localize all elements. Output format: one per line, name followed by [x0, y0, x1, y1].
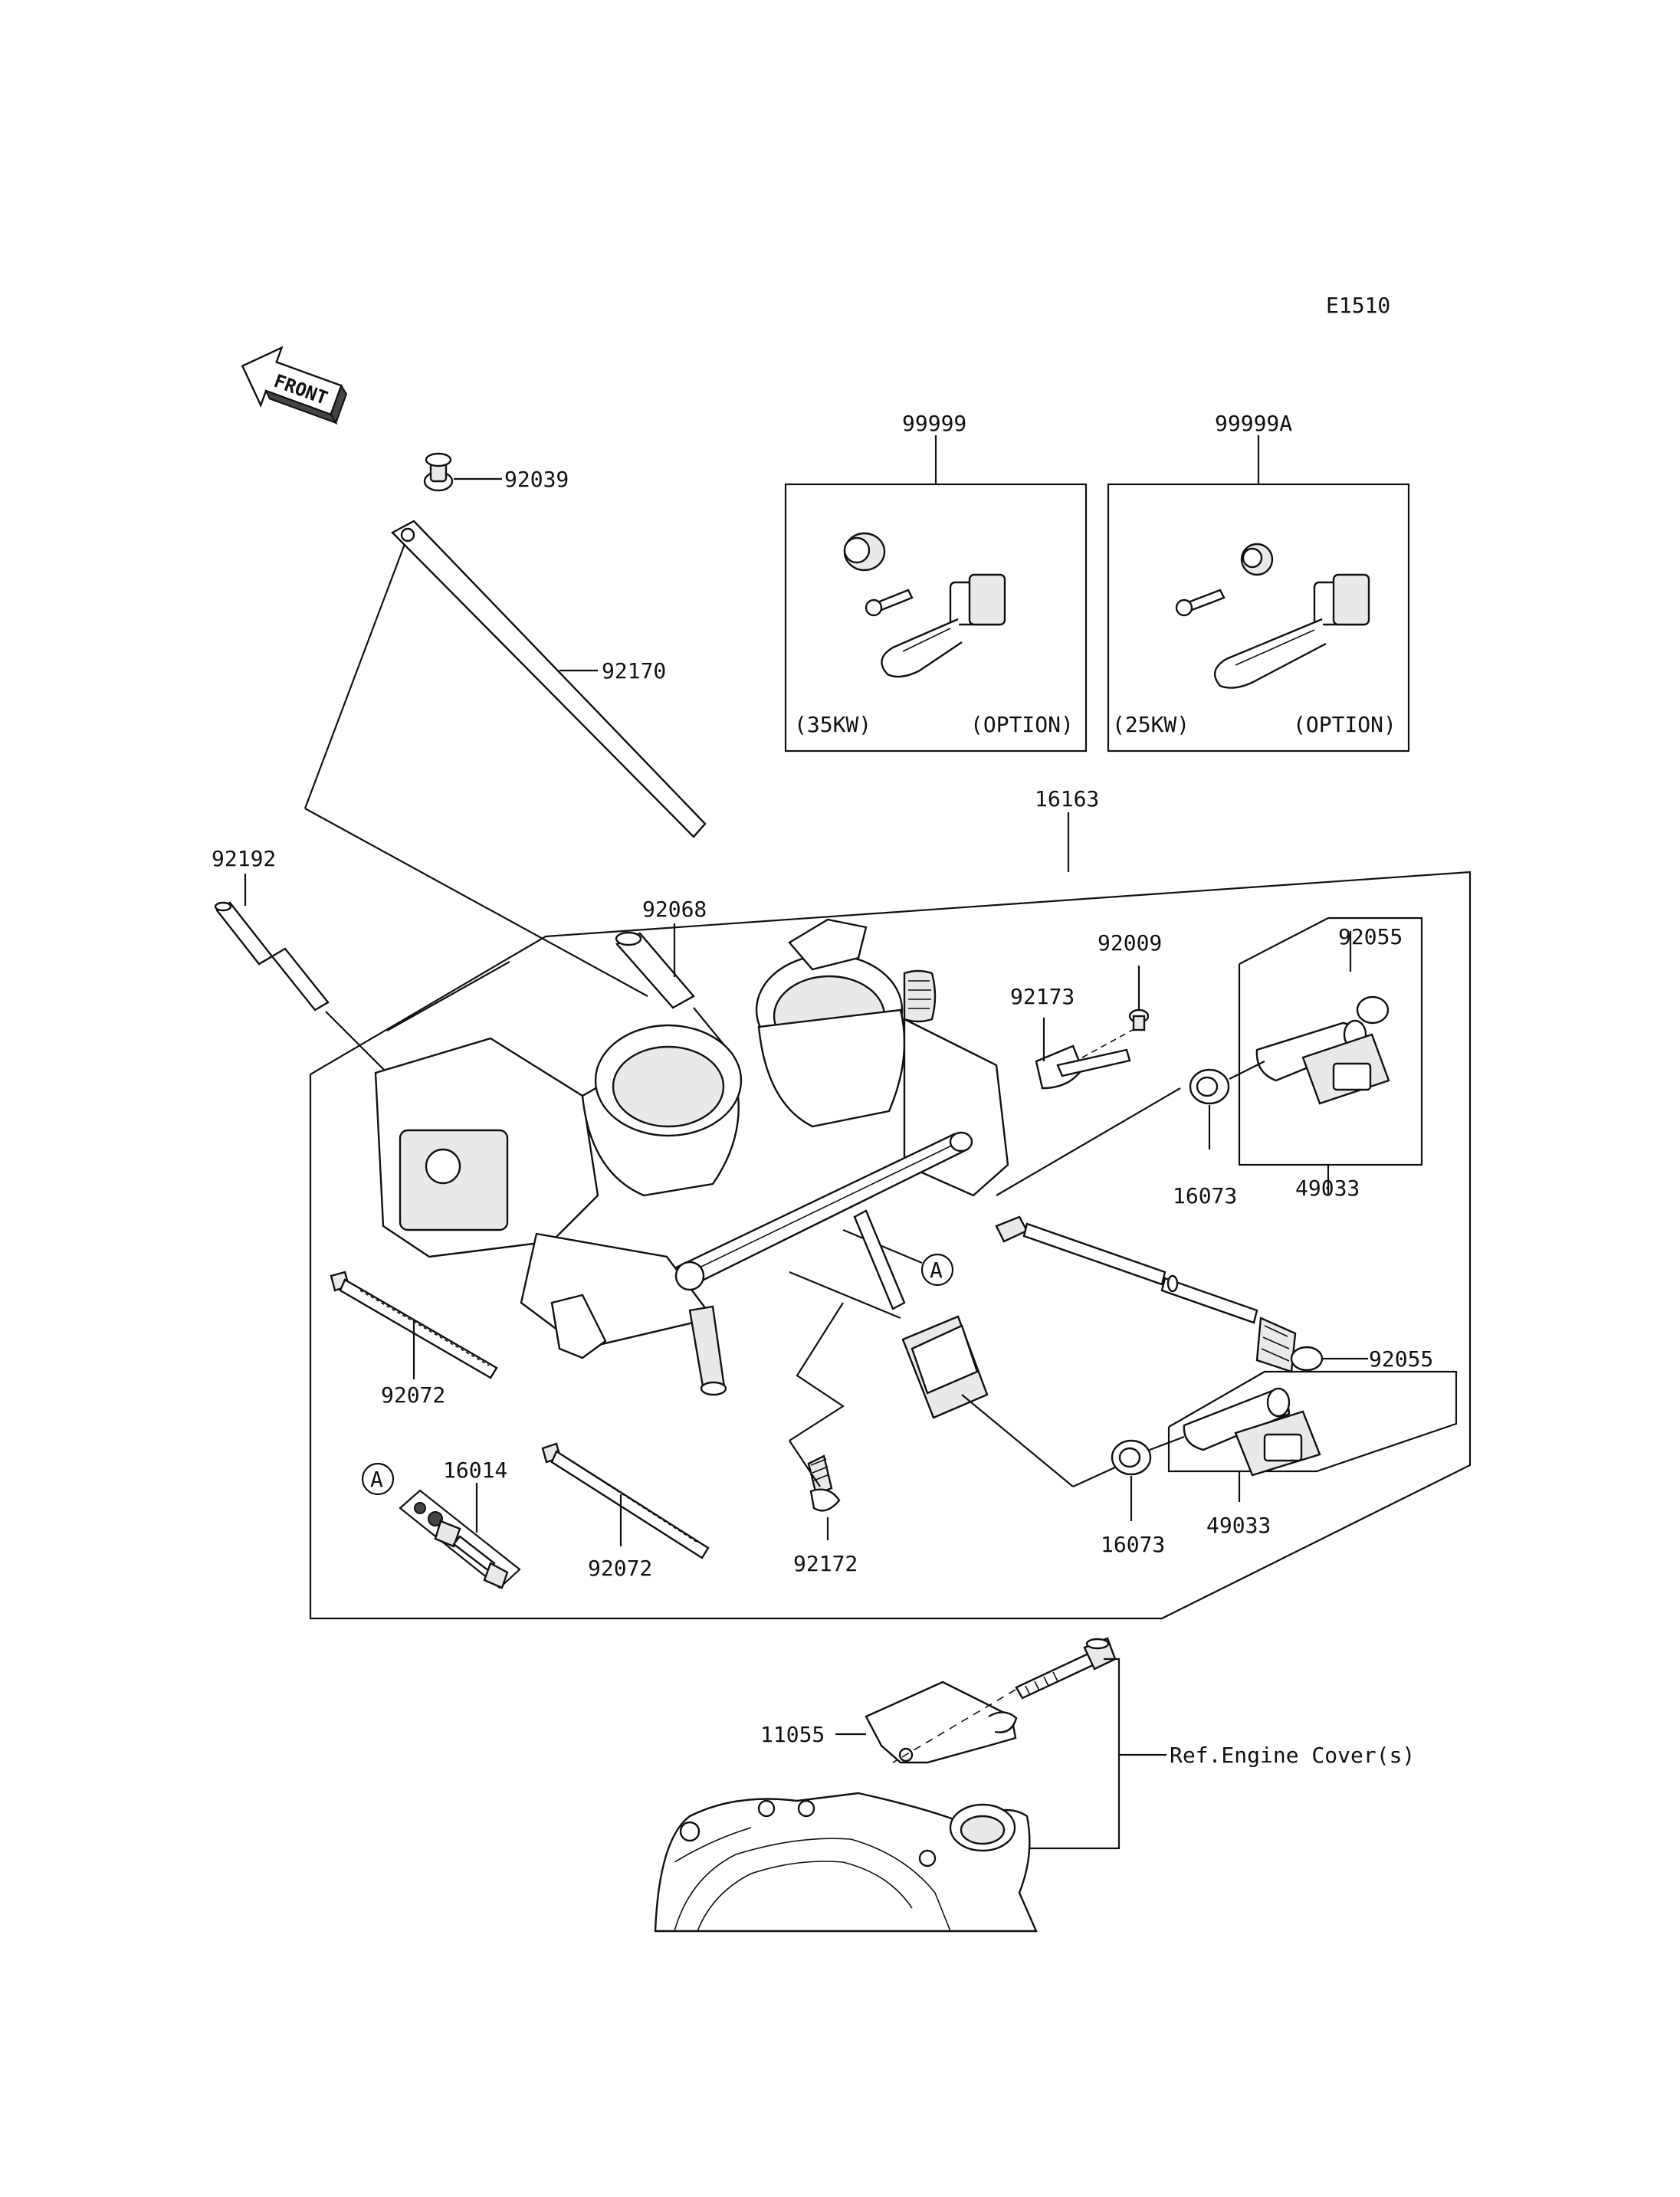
cable-tie-92072-left-icon — [330, 1271, 498, 1379]
bracket-11055-icon — [865, 1681, 1018, 1764]
part-92173-label: 92173 — [1010, 984, 1075, 1009]
part-92172-label: 92172 — [793, 1551, 858, 1576]
part-92072-left-label: 92072 — [381, 1382, 445, 1408]
part-16163-label: 16163 — [1035, 786, 1099, 812]
part-92009-label: 92009 — [1098, 930, 1162, 956]
kit1-collar-icon — [843, 532, 886, 572]
screw-kit-16014-icon — [414, 1502, 509, 1589]
rod-sensor-icon — [995, 1215, 1297, 1373]
kit2-power-label: (25KW) — [1112, 712, 1189, 737]
kit2-bolt-icon — [1175, 589, 1226, 617]
kit-box-99999 — [784, 483, 1088, 753]
harness-connector-icon — [853, 1209, 989, 1419]
ref-marker-a-lower: A — [370, 1467, 383, 1492]
part-92192-label: 92192 — [212, 846, 276, 871]
part-16073-bot-label: 16073 — [1101, 1532, 1165, 1557]
part-49033-bot-label: 49033 — [1206, 1513, 1271, 1538]
part-16014-label: 16014 — [443, 1458, 507, 1483]
kit-16014-box — [399, 1489, 521, 1589]
seal-16073-top-icon — [1189, 1068, 1230, 1105]
injector-49033-top-icon — [1255, 1019, 1390, 1105]
part-92068-label: 92068 — [642, 897, 707, 922]
part-92039-label: 92039 — [504, 467, 569, 492]
front-arrow-icon: FRONT — [241, 346, 348, 425]
kit2-collar-icon — [1240, 543, 1274, 576]
hose-92068-icon — [615, 931, 695, 1009]
cable-tie-92072-mid-icon — [541, 1442, 710, 1559]
part-92170-label: 92170 — [602, 658, 666, 684]
throttle-body-icon — [374, 918, 1009, 1396]
part-92055-top-label: 92055 — [1338, 924, 1403, 949]
ref-marker-a-upper: A — [930, 1258, 943, 1283]
hose-92192-icon — [214, 901, 330, 1012]
kit1-power-label: (35KW) — [794, 712, 871, 737]
bolt-icon — [1015, 1637, 1117, 1700]
part-49033-top-label: 49033 — [1295, 1176, 1360, 1201]
kit1-option-label: (OPTION) — [970, 712, 1074, 737]
oring-92055-bot-icon — [1290, 1346, 1324, 1372]
part-92055-bot-label: 92055 — [1369, 1346, 1433, 1372]
part-99999-label: 99999 — [902, 411, 966, 436]
part-11055-label: 11055 — [760, 1722, 825, 1747]
clamp-92173-icon — [1035, 1044, 1131, 1090]
oring-92055-top-icon — [1356, 995, 1390, 1025]
part-16073-top-label: 16073 — [1173, 1183, 1237, 1208]
assembly-border-16163 — [309, 871, 1472, 1620]
kit1-bolt-icon — [865, 589, 914, 617]
ref-engine-cover-note: Ref.Engine Cover(s) — [1170, 1743, 1415, 1768]
part-99999A-label: 99999A — [1215, 411, 1292, 436]
clip-92039-icon — [423, 452, 454, 492]
kit2-option-label: (OPTION) — [1293, 712, 1396, 737]
part-92072-mid-label: 92072 — [588, 1556, 652, 1581]
strap-92170-icon — [391, 520, 707, 838]
seal-16073-bot-icon — [1111, 1439, 1152, 1476]
injector-49033-bot-icon — [1183, 1387, 1321, 1477]
screw-92009-icon — [1128, 1008, 1150, 1031]
engine-cover-icon — [654, 1792, 1038, 1933]
kit1-sensor-icon — [881, 573, 1006, 678]
kit2-sensor-icon — [1213, 573, 1370, 689]
diagram-code: E1510 — [1326, 293, 1390, 318]
screw-92172-icon — [807, 1454, 841, 1512]
